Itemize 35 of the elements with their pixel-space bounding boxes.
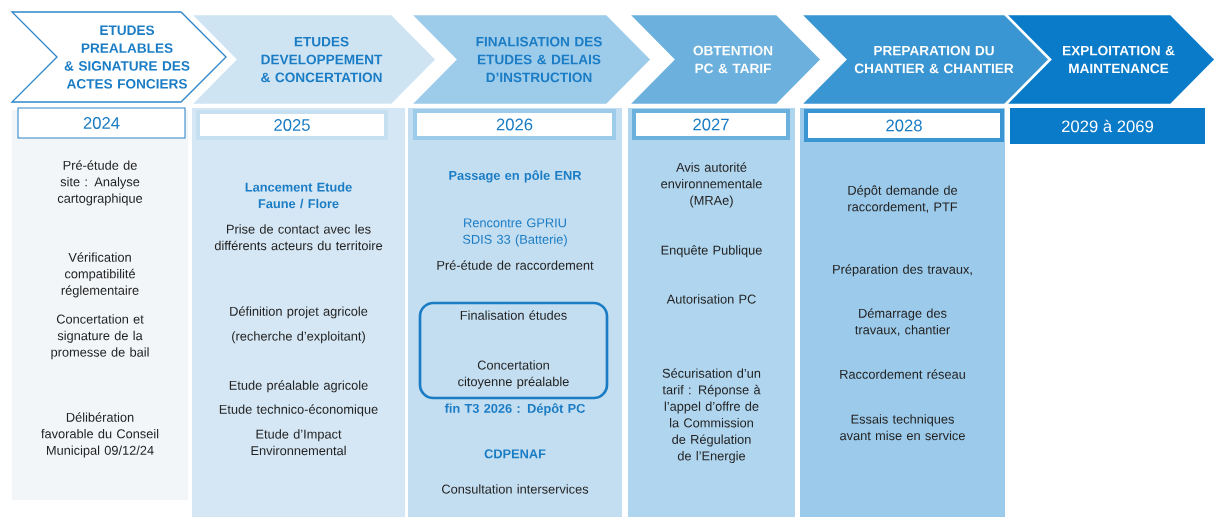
step-text: Concertation citoyenne préalable: [458, 360, 569, 389]
step-text: Finalisation études: [460, 310, 567, 320]
step-text: Enquête Publique: [661, 245, 762, 258]
step-text: Rencontre GPRIU SDIS 33 (Batterie): [462, 218, 567, 247]
step-text: Etude préalable agricole: [229, 380, 368, 393]
step-text: Autorisation PC: [666, 294, 756, 304]
step-text: Concertation et signature de la promesse de bail: [51, 314, 149, 360]
step-text: Pré-étude de raccordement: [437, 260, 594, 270]
step-text: Délibération favorable du Conseil Municipal 09/12/24: [41, 412, 159, 458]
step-text: (recherche d’exploitant): [232, 331, 365, 344]
year-box: 2027: [632, 109, 790, 140]
step-text: Etude technico-économique: [219, 404, 378, 417]
step-text: Avis autorité environnementale (MRAe): [661, 162, 762, 208]
step-text: fin T3 2026 : Dépôt PC: [444, 403, 586, 416]
step-text: Définition projet agricole: [230, 306, 368, 319]
step-text: Démarrage des travaux, chantier: [855, 308, 950, 336]
year-box: 2029 à 2069: [1010, 108, 1205, 144]
step-text: Préparation des travaux,: [833, 264, 972, 277]
phase-banner: ETUDES PREALABLES & SIGNATURE DES ACTES FONCIERS: [10, 11, 227, 103]
step-text: Vérification compatibilité réglementaire: [61, 252, 139, 298]
step-text: Lancement Etude Faune / Flore: [245, 182, 352, 209]
year-box: 2028: [804, 109, 1004, 142]
step-text: Essais techniques avant mise en service: [840, 414, 965, 441]
step-text: Etude d’Impact Environnemental: [251, 429, 346, 456]
year-box: 2024: [17, 107, 186, 139]
step-text: Sécurisation d’un tarif : Réponse à l’appel d’offre de la Commission de Régulation de l’Energie: [662, 368, 761, 463]
year-box: 2026: [413, 109, 616, 140]
year-box: 2025: [196, 110, 388, 140]
step-text: Consultation interservices: [442, 484, 589, 494]
step-text: Raccordement réseau: [840, 369, 965, 379]
step-text: CDPENAF: [484, 449, 546, 459]
step-text: Pré-étude de site : Analyse cartographique: [57, 160, 143, 206]
step-text: Prise de contact avec les différents acteurs du territoire: [214, 224, 383, 251]
step-text: Dépôt demande de raccordement, PTF: [848, 185, 958, 213]
step-text: Passage en pôle ENR: [449, 170, 582, 183]
